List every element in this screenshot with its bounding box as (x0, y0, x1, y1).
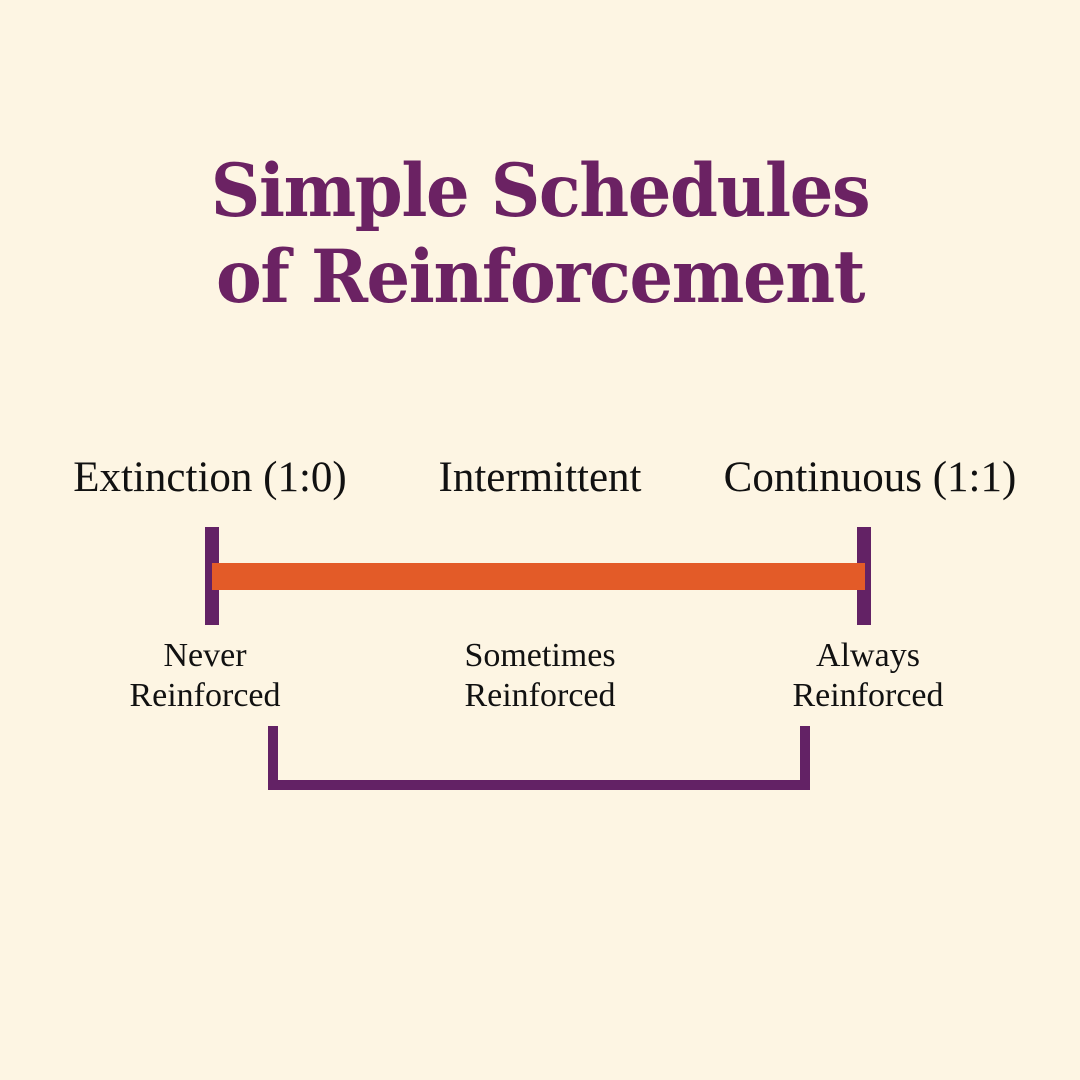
bracket-arm-right (800, 726, 810, 790)
bracket-rail (268, 780, 810, 790)
tick-mark-right-icon (857, 527, 871, 625)
bracket-arm-left (268, 726, 278, 790)
sublabel-never-reinforced: Never Reinforced (129, 637, 281, 714)
range-bracket-icon (268, 726, 810, 790)
sublabel-always-reinforced: Always Reinforced (792, 637, 944, 714)
label-continuous: Continuous (1:1) (723, 454, 1017, 501)
label-intermittent: Intermittent (438, 454, 642, 501)
continuum-bar (212, 563, 865, 590)
label-extinction: Extinction (1:0) (73, 454, 347, 501)
continuum-top-labels: Extinction (1:0) Intermittent Continuous… (0, 452, 1080, 512)
tick-mark-left-icon (205, 527, 219, 625)
sublabel-sometimes-reinforced: Sometimes Reinforced (464, 637, 616, 714)
title-line-1: Simple Schedules (210, 148, 871, 234)
page-title: Simple Schedules of Reinforcement (0, 148, 1080, 320)
title-line-2: of Reinforcement (215, 234, 865, 320)
